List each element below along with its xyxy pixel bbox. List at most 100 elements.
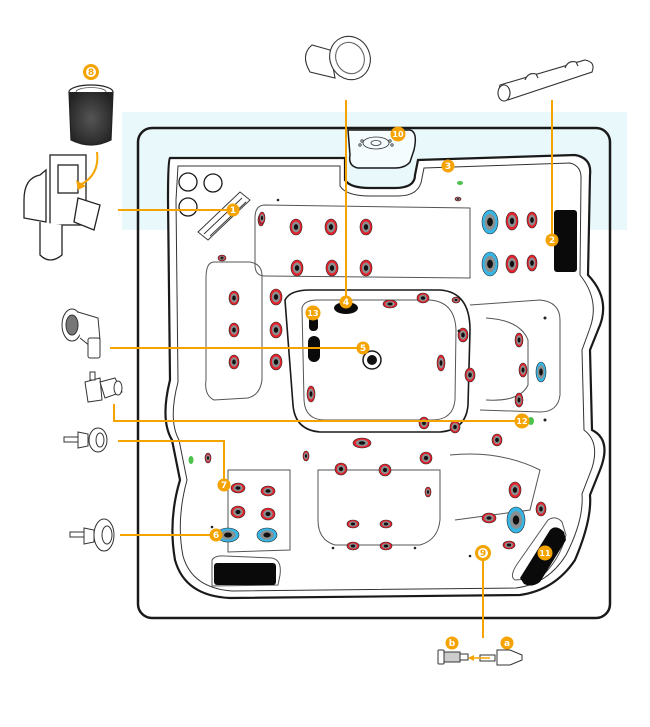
cabinet-outline: [136, 126, 612, 620]
leader-12: [113, 404, 522, 422]
callout-label: 9: [480, 549, 486, 559]
small-jet: [379, 541, 393, 551]
small-jet: [518, 362, 528, 378]
callout-11: 11: [537, 545, 553, 561]
callout-3: 3: [441, 159, 455, 173]
footrest-pad-left: [214, 563, 276, 585]
callout-label: 4: [343, 298, 349, 308]
callout-label: 13: [307, 309, 318, 318]
callout-5: 5: [356, 341, 370, 355]
small-jet: [418, 416, 430, 430]
small-jet: [514, 392, 524, 408]
small-jet: [325, 259, 339, 277]
small-jet: [260, 507, 276, 521]
small-jet: [526, 211, 538, 229]
small-jet: [451, 296, 461, 304]
leader-7: [118, 440, 225, 485]
callout-label: a: [504, 639, 510, 649]
filter-insert-arrowhead: [76, 180, 86, 190]
seat-pillow-13-top: [309, 317, 318, 331]
suction-fitting-illustration: [61, 308, 101, 359]
callout-1: 1: [226, 203, 240, 217]
small-jet: [514, 332, 524, 348]
small-jet: [228, 354, 240, 370]
skimmer-grill: [197, 191, 251, 241]
callout-6: 6: [209, 528, 223, 542]
small-jet: [379, 519, 393, 529]
small-jet: [230, 505, 246, 519]
small-jet: [302, 450, 310, 462]
filter-cartridge-illustration: [68, 84, 114, 146]
control-panel-buttons: [358, 136, 394, 150]
callout-label: b: [449, 639, 456, 649]
air-dots: [210, 198, 547, 558]
green-light: [188, 456, 194, 464]
callout-a: a: [500, 636, 514, 650]
callout-b: b: [445, 636, 459, 650]
small-jet: [359, 259, 373, 277]
small-jet: [269, 288, 283, 306]
small-jet: [290, 259, 304, 277]
pillow-bar-right: [554, 210, 577, 272]
shell-inner-outline: [172, 162, 596, 592]
small-jet-fitting-illustration: [63, 427, 108, 453]
small-jet: [359, 218, 373, 236]
small-jet: [505, 211, 519, 231]
callout-4: 4: [339, 295, 353, 309]
small-jet: [306, 385, 316, 403]
large-jet: [535, 361, 547, 383]
suction-drain-core: [367, 355, 377, 365]
large-jet: [506, 506, 526, 534]
callout-8: 8: [83, 64, 99, 80]
small-jet: [502, 540, 516, 550]
small-jet: [382, 299, 398, 309]
large-jet-fitting-illustration: [69, 518, 115, 552]
callout-2: 2: [545, 233, 559, 247]
small-jet: [346, 519, 360, 529]
callout-label: 3: [445, 162, 451, 172]
small-jet: [269, 353, 283, 371]
small-jet: [505, 254, 519, 274]
callout-10: 10: [390, 126, 406, 142]
small-jet: [230, 482, 246, 494]
callout-label: 5: [360, 344, 366, 354]
jets-group: [204, 196, 547, 551]
small-jet: [269, 321, 283, 339]
small-jet: [260, 485, 276, 497]
callout-label: 6: [213, 531, 219, 541]
small-jet: [352, 437, 372, 449]
pillow-bar-illustration: [497, 59, 594, 102]
skimmer-illustration: [23, 154, 101, 261]
leader-lines: [110, 100, 553, 638]
led-insert-arrowhead: [468, 655, 474, 661]
callout-9: 9: [475, 545, 491, 561]
callout-label: 1: [230, 206, 236, 216]
small-jet: [454, 196, 462, 202]
callout-7: 7: [217, 478, 231, 492]
callout-label: 10: [392, 130, 404, 139]
small-jet: [491, 433, 503, 447]
led-light-illustration: [437, 649, 523, 666]
waterfall-nozzle-illustration: [304, 35, 371, 81]
small-jet: [457, 327, 469, 343]
filter-insert-arrow: [79, 151, 99, 186]
small-jet: [526, 254, 538, 272]
small-jet: [228, 290, 240, 306]
large-jet: [256, 527, 278, 543]
small-jet: [258, 211, 266, 225]
cup-holders: [178, 172, 223, 217]
small-jet: [204, 452, 212, 464]
callout-12: 12: [514, 413, 530, 429]
small-jet: [324, 218, 338, 236]
small-jet: [436, 354, 446, 372]
green-lights: [188, 181, 534, 464]
callout-label: 12: [516, 417, 527, 426]
callout-13: 13: [305, 305, 321, 321]
small-jet: [346, 541, 360, 551]
large-jet: [481, 251, 499, 277]
callout-label: 2: [549, 236, 555, 246]
callout-label: 7: [221, 481, 227, 491]
callout-label: 11: [539, 549, 551, 558]
small-jet: [535, 501, 547, 517]
